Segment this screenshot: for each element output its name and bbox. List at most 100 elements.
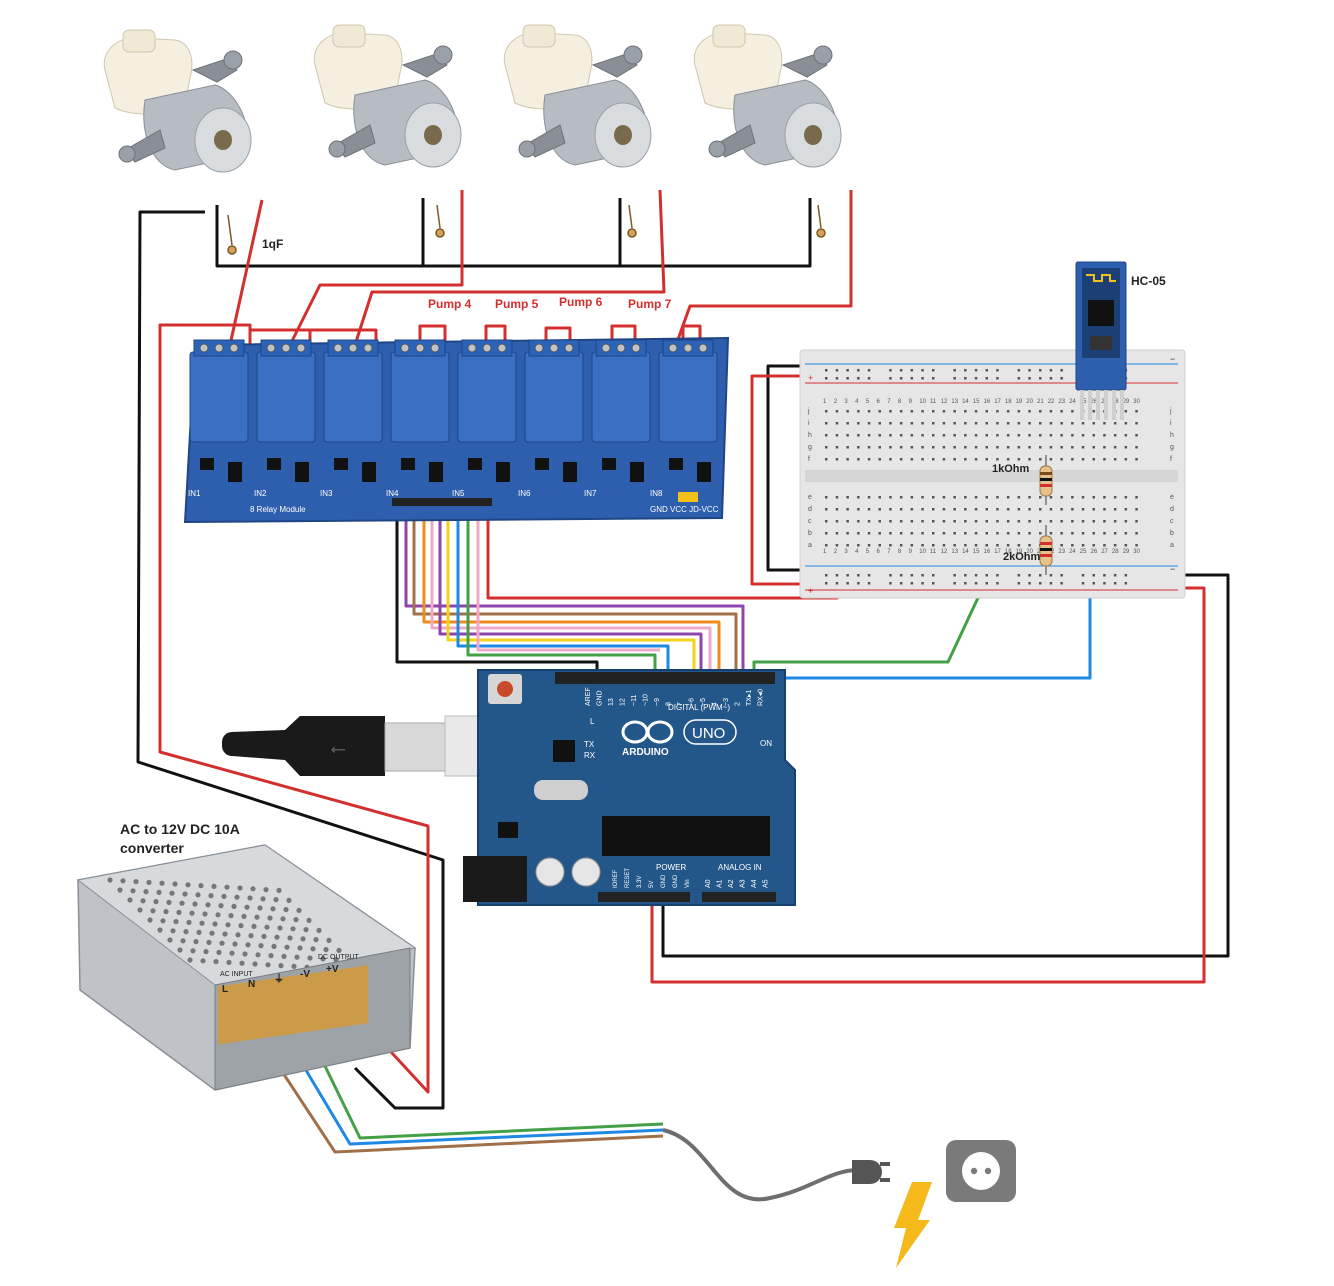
relay-4 bbox=[390, 339, 450, 482]
wire-in5 bbox=[438, 505, 703, 672]
arduino-pin-13: 13 bbox=[608, 698, 615, 706]
arduino-model: UNO bbox=[692, 725, 725, 742]
wire-in2 bbox=[412, 505, 738, 672]
arduino-pin-AREF: AREF bbox=[585, 687, 592, 706]
breadboard-col-17: 17 bbox=[994, 549, 1001, 555]
arduino-power-pin-RESET: RESET bbox=[625, 868, 631, 888]
relay-input-2: IN2 bbox=[254, 489, 267, 498]
wire-relay-com bbox=[158, 323, 430, 1094]
breadboard-row-j: j bbox=[807, 408, 810, 415]
breadboard-col-14: 14 bbox=[962, 399, 969, 405]
psu-terminal-2: ⏚ bbox=[274, 973, 284, 985]
breadboard-col-12: 12 bbox=[941, 549, 948, 555]
arduino-power-pin-Vin: Vin bbox=[685, 879, 691, 888]
relay-input-8: IN8 bbox=[650, 489, 663, 498]
rail-minus-top: − bbox=[1170, 354, 1175, 364]
breadboard-col-13: 13 bbox=[951, 549, 958, 555]
breadboard-col-18: 18 bbox=[1005, 549, 1012, 555]
breadboard-col-17: 17 bbox=[994, 399, 1001, 405]
breadboard-row-f: f bbox=[1170, 456, 1172, 463]
wire-in3 bbox=[422, 505, 721, 672]
breadboard-row-g: g bbox=[808, 444, 812, 451]
wire-in8 bbox=[466, 505, 657, 672]
breadboard-col-23: 23 bbox=[1058, 549, 1065, 555]
psu-terminal-1: N bbox=[248, 979, 255, 990]
wire-rail-left-red bbox=[750, 374, 830, 586]
breadboard-col-12: 12 bbox=[941, 399, 948, 405]
wire-arduino-gnd bbox=[661, 573, 1230, 958]
breadboard-col-26: 26 bbox=[1091, 399, 1098, 405]
psu-terminal-0: L bbox=[222, 984, 228, 995]
relay-input-1: IN1 bbox=[188, 489, 201, 498]
usb-icon: ⭠ bbox=[330, 738, 346, 760]
breadboard-col-16: 16 bbox=[984, 549, 991, 555]
breadboard-row-f: f bbox=[808, 456, 810, 463]
breadboard-col-1: 1 bbox=[823, 549, 827, 555]
psu-ac-input: AC INPUT bbox=[220, 971, 253, 978]
arduino-power-pin-GND: GND bbox=[661, 874, 667, 888]
breadboard-col-11: 11 bbox=[930, 549, 937, 555]
breadboard-row-j: j bbox=[1169, 408, 1172, 415]
breadboard-col-25: 25 bbox=[1080, 549, 1087, 555]
ac-power-cord bbox=[662, 1128, 1016, 1268]
wire-psu-negative bbox=[136, 210, 445, 1110]
breadboard-col-29: 29 bbox=[1123, 549, 1130, 555]
psu-label-line1: AC to 12V DC 10A bbox=[120, 821, 240, 837]
pump-label-7: Pump 7 bbox=[628, 297, 672, 311]
arduino-pin-~10: ~10 bbox=[643, 694, 650, 706]
arduino-analog-pin-A3: A3 bbox=[740, 879, 747, 888]
psu-terminal-4: +V bbox=[326, 964, 339, 975]
breadboard-col-22: 22 bbox=[1048, 399, 1055, 405]
arduino-pin-~11: ~11 bbox=[631, 695, 638, 706]
breadboard-col-2: 2 bbox=[834, 549, 838, 555]
breadboard-column-numbers: 1122334455667788991010111112121313141415… bbox=[823, 399, 1141, 555]
relay-3 bbox=[323, 339, 383, 482]
breadboard-col-23: 23 bbox=[1058, 399, 1065, 405]
breadboard-col-20: 20 bbox=[1026, 399, 1033, 405]
breadboard-col-6: 6 bbox=[877, 549, 881, 555]
pump-2 bbox=[313, 24, 462, 168]
lightning-icon bbox=[894, 1182, 932, 1268]
breadboard-row-a: a bbox=[1170, 542, 1174, 549]
wire-pump-ground bbox=[215, 198, 812, 268]
relay-5 bbox=[457, 339, 517, 482]
wires bbox=[136, 189, 1230, 1154]
breadboard-col-5: 5 bbox=[866, 549, 870, 555]
rail-plus-top: + bbox=[808, 373, 813, 383]
pump-1 bbox=[103, 29, 252, 173]
breadboard-row-c: c bbox=[1170, 518, 1174, 525]
pump-label-5: Pump 5 bbox=[495, 297, 539, 311]
pump-label-6: Pump 6 bbox=[559, 295, 603, 309]
breadboard-col-8: 8 bbox=[898, 399, 902, 405]
relay-module-title: 8 Relay Module bbox=[250, 505, 306, 514]
arduino-pin-7: 7 bbox=[677, 702, 684, 706]
breadboard-col-4: 4 bbox=[855, 549, 859, 555]
breadboard-col-19: 19 bbox=[1016, 549, 1023, 555]
wire-in7 bbox=[456, 505, 670, 672]
breadboard-col-24: 24 bbox=[1069, 549, 1076, 555]
arduino-analog-label: ANALOG IN bbox=[718, 863, 762, 872]
capacitor-label: 1qF bbox=[262, 237, 283, 251]
arduino-pin-~9: ~9 bbox=[654, 698, 661, 706]
arduino-analog-pin-A1: A1 bbox=[717, 879, 724, 888]
hc05-pins bbox=[1080, 390, 1124, 420]
breadboard-col-30: 30 bbox=[1133, 399, 1140, 405]
rail-minus-bottom: − bbox=[1170, 564, 1175, 574]
arduino-pin-4: 4 bbox=[712, 702, 719, 706]
psu-label-line2: converter bbox=[120, 840, 184, 856]
arduino-pin-TX▸1: TX▸1 bbox=[746, 690, 753, 706]
breadboard-row-i: i bbox=[1170, 420, 1172, 427]
arduino-logo bbox=[621, 720, 674, 744]
relay-input-3: IN3 bbox=[320, 489, 333, 498]
breadboard-col-3: 3 bbox=[844, 399, 848, 405]
pump-4 bbox=[693, 24, 842, 168]
breadboard-row-d: d bbox=[1170, 506, 1174, 513]
arduino-pin-~5: ~5 bbox=[700, 698, 707, 706]
arduino-pin-2: 2 bbox=[735, 702, 742, 706]
relay-input-6: IN6 bbox=[518, 489, 531, 498]
arduino-brand: ARDUINO bbox=[622, 747, 669, 758]
arduino-led-l: L bbox=[590, 717, 595, 726]
breadboard-col-26: 26 bbox=[1091, 549, 1098, 555]
